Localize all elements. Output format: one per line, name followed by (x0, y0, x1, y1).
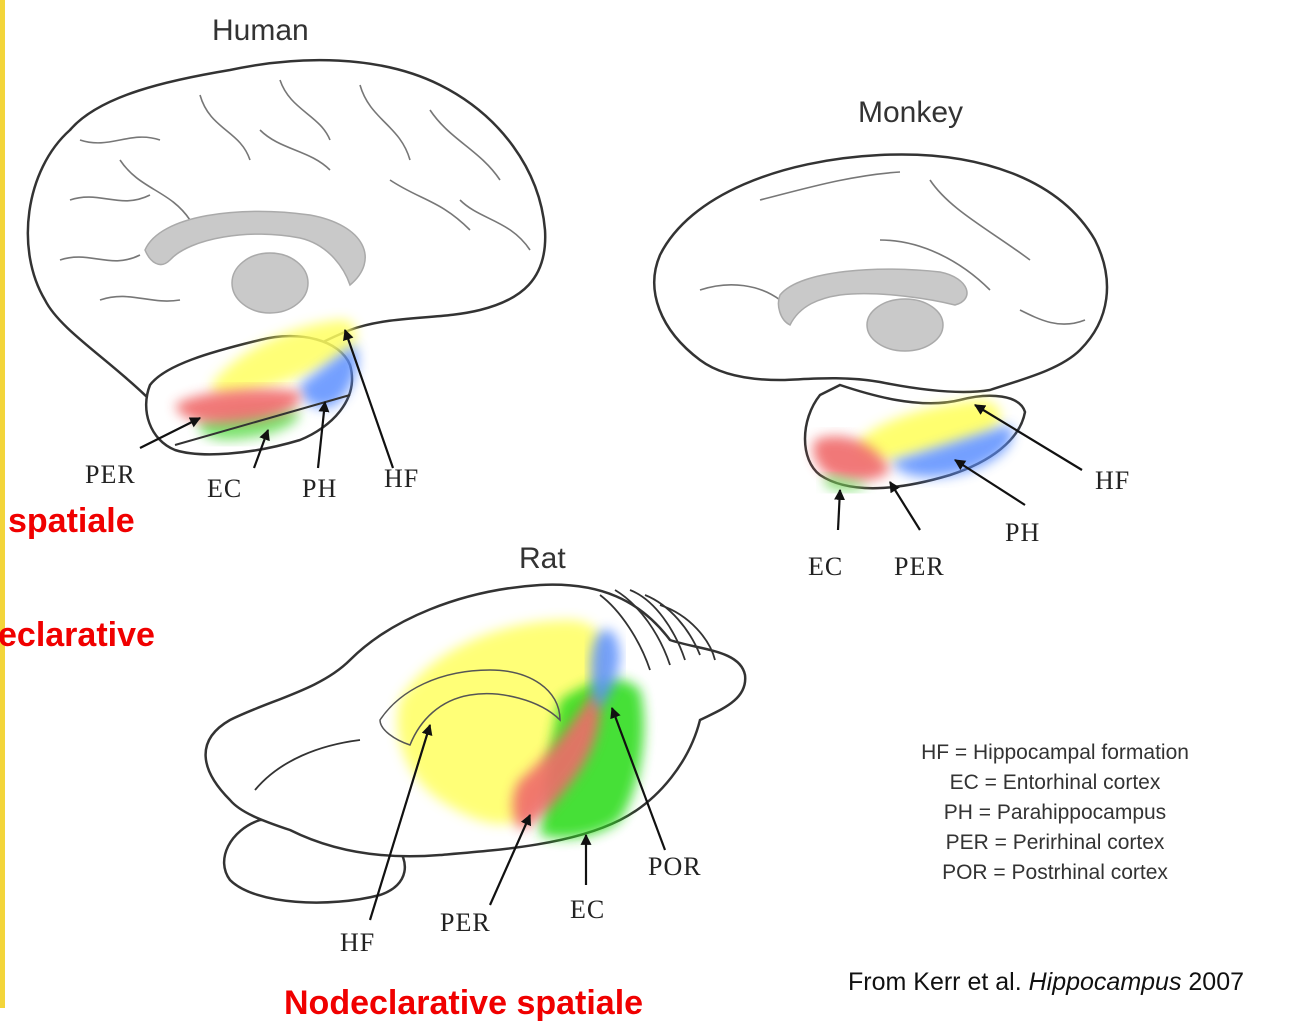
rat-label-ec: EC (570, 895, 605, 925)
citation-year: 2007 (1181, 968, 1244, 996)
human-label-per: PER (85, 460, 136, 490)
red-text-declarative: eclarative (0, 616, 155, 655)
human-brain (28, 60, 545, 468)
monkey-thalamus (867, 299, 943, 351)
rat-label-per: PER (440, 908, 491, 938)
red-text-bottom: Nodeclarative spatiale (284, 984, 643, 1023)
rat-label-por: POR (648, 852, 702, 882)
legend: HF = Hippocampal formation EC = Entorhin… (835, 738, 1275, 888)
citation-journal: Hippocampus (1029, 968, 1182, 996)
legend-item: HF = Hippocampal formation (835, 738, 1275, 768)
human-label-ph: PH (302, 474, 337, 504)
legend-item: PH = Parahippocampus (835, 798, 1275, 828)
legend-item: PER = Perirhinal cortex (835, 828, 1275, 858)
monkey-label-hf: HF (1095, 466, 1130, 496)
monkey-arrow-per (890, 482, 920, 530)
human-label-hf: HF (384, 464, 419, 494)
human-thalamus (232, 253, 308, 313)
monkey-arrow-ec (838, 490, 840, 530)
legend-item: EC = Entorhinal cortex (835, 768, 1275, 798)
legend-item: POR = Postrhinal cortex (835, 858, 1275, 888)
monkey-brain (654, 154, 1107, 530)
monkey-label-per: PER (894, 552, 945, 582)
title-human: Human (212, 14, 309, 48)
monkey-arrow-ph (955, 460, 1025, 505)
title-monkey: Monkey (858, 96, 963, 130)
human-arrow-hf (345, 330, 393, 468)
title-rat: Rat (519, 542, 566, 576)
human-label-ec: EC (207, 474, 242, 504)
monkey-label-ec: EC (808, 552, 843, 582)
citation-prefix: From Kerr et al. (848, 968, 1029, 996)
monkey-label-ph: PH (1005, 518, 1040, 548)
citation: From Kerr et al. Hippocampus 2007 (848, 968, 1244, 997)
rat-label-hf: HF (340, 928, 375, 958)
red-text-spatiale: spatiale (8, 502, 135, 541)
